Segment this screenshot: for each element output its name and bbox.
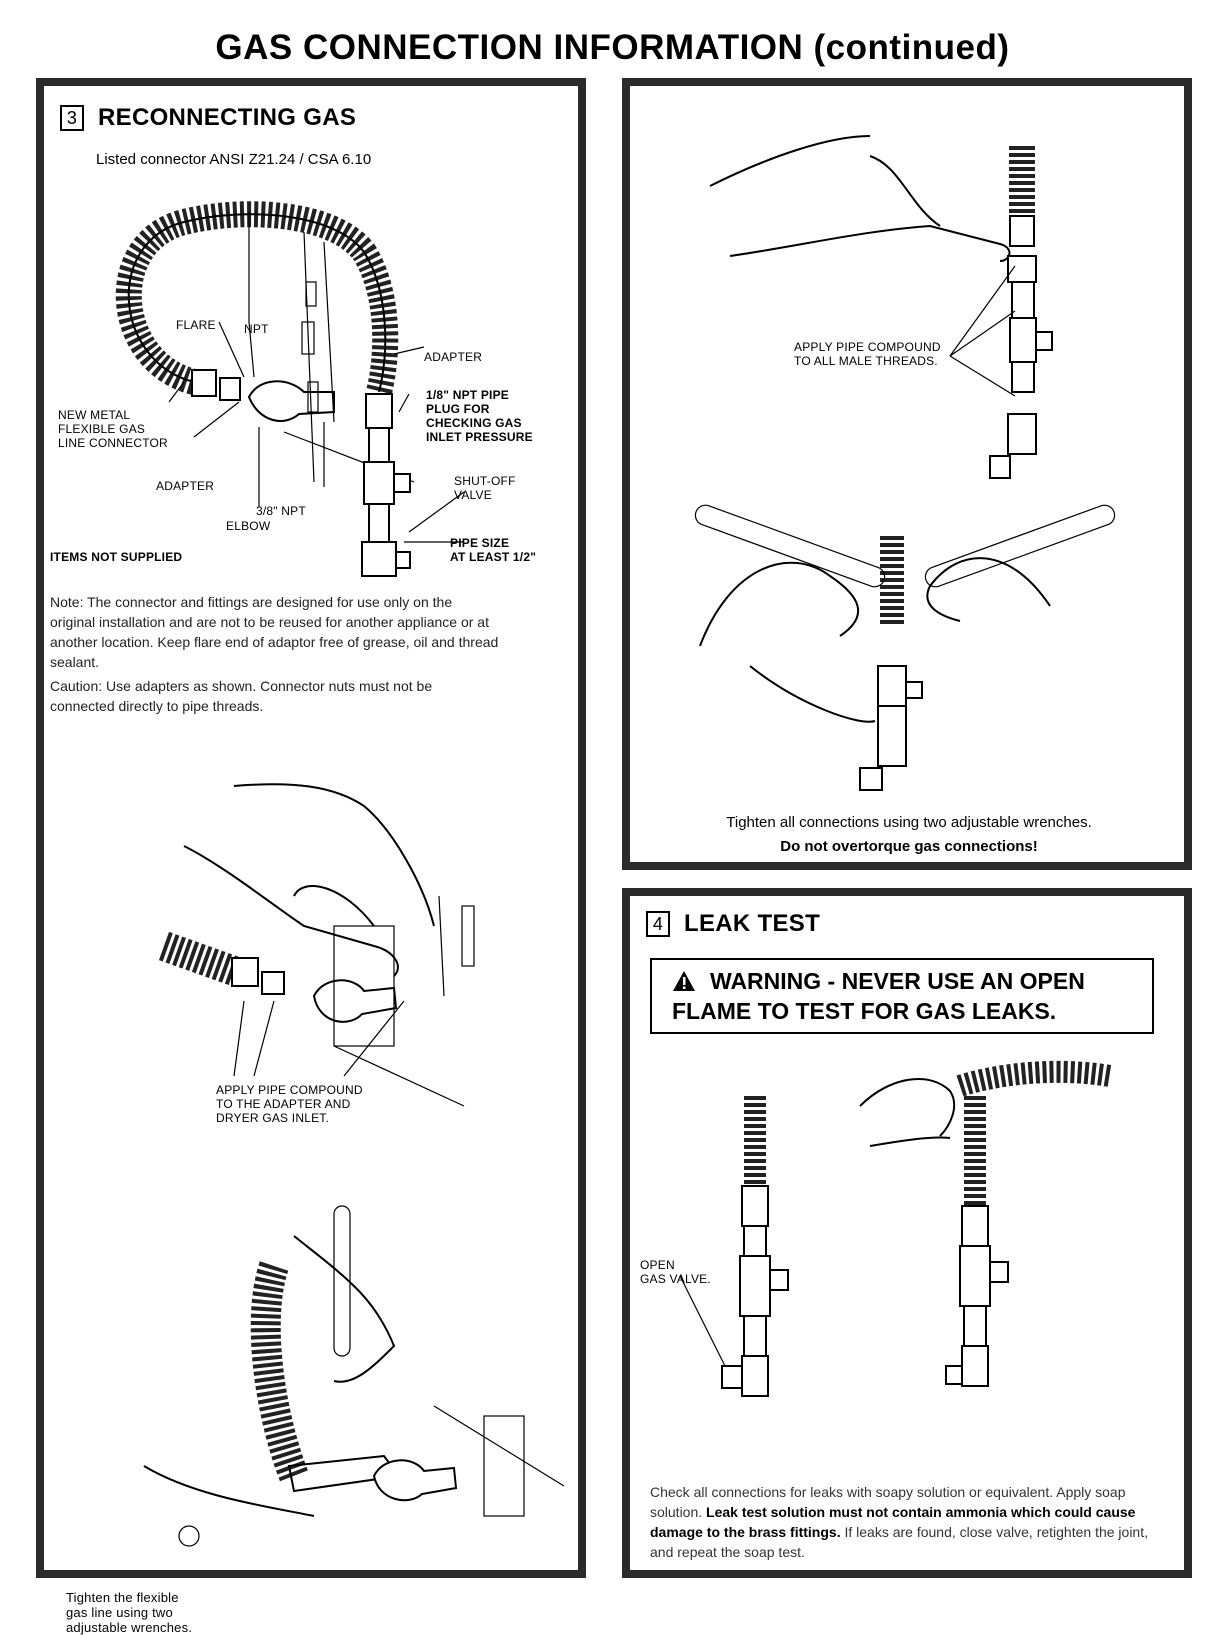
label-tighten-flex: Tighten the flexible gas line using two … (66, 1590, 193, 1635)
label-adapter-right: ADAPTER (424, 350, 483, 364)
left-wrench (694, 504, 886, 588)
flex-hose-segment (158, 931, 240, 986)
right-wrench (924, 504, 1116, 588)
section-3-heading: 3 RECONNECTING GAS (60, 104, 356, 132)
connector-assembly-diagram (115, 201, 465, 577)
label-new-connector: NEW METAL FLEXIBLE GAS LINE CONNECTOR (58, 408, 168, 450)
section-number-box: 3 (60, 105, 84, 131)
label-items-not-supplied: ITEMS NOT SUPPLIED (50, 550, 183, 564)
note-text: Note: The connector and fittings are des… (50, 594, 499, 670)
warning-line-2: FLAME TO TEST FOR GAS LEAKS. (672, 998, 1057, 1024)
adapter-illustration (365, 393, 393, 429)
label-npt: NPT (244, 322, 269, 336)
warning-triangle-icon (673, 971, 695, 991)
pipe-plug-tee-illustration (363, 461, 395, 505)
page-title: GAS CONNECTION INFORMATION (continued) (215, 28, 1010, 67)
flare-nut-illustration (191, 369, 217, 397)
leak-test-text-1: Check all connections for leaks with soa… (650, 1484, 1126, 1520)
wrench-illustration (333, 1205, 351, 1357)
leak-test-instructions: Check all connections for leaks with soa… (650, 1482, 1160, 1562)
leak-test-panel: 4 LEAK TEST WARNING - NEVER USE AN OPEN … (622, 888, 1192, 1578)
label-adapter-left: ADAPTER (156, 479, 215, 493)
section-4-heading: 4 LEAK TEST (646, 910, 820, 938)
elbow-illustration (247, 380, 335, 422)
connector-spec: Listed connector ANSI Z21.24 / CSA 6.10 (96, 151, 372, 168)
label-npt-38: 3/8" NPT (256, 504, 306, 518)
label-apply-compound-adapter: APPLY PIPE COMPOUND TO THE ADAPTER AND D… (216, 1083, 363, 1125)
apply-compound-male-threads-diagram (709, 135, 1053, 479)
flex-hose-vertical (250, 1261, 308, 1482)
tighten-flex-line-diagram (143, 1205, 565, 1547)
tighten-connections-panel: APPLY PIPE COMPOUND TO ALL MALE THREADS.… (622, 78, 1192, 870)
caution-text: Caution: Use adapters as shown. Connecto… (50, 678, 433, 714)
reconnecting-gas-panel: 3 RECONNECTING GAS Listed connector ANSI… (36, 78, 586, 1635)
flexible-gas-line-illustration (115, 201, 399, 396)
section-title: LEAK TEST (684, 910, 821, 937)
label-shutoff-valve: SHUT-OFF VALVE (454, 474, 516, 502)
label-apply-compound-male: APPLY PIPE COMPOUND TO ALL MALE THREADS. (794, 340, 941, 368)
leak-test-text-bold: Leak test solution must not contain ammo… (650, 1504, 1136, 1540)
shut-off-valve-illustration (361, 541, 397, 577)
section-number-box: 4 (646, 911, 670, 937)
overtorque-warning: Do not overtorque gas connections! (780, 838, 1038, 855)
apply-compound-diagram (158, 783, 475, 1107)
label-elbow: ELBOW (226, 519, 271, 533)
label-pipe-size: PIPE SIZE AT LEAST 1/2" (450, 536, 537, 564)
section-title: RECONNECTING GAS (98, 104, 357, 131)
warning-line-1: WARNING - NEVER USE AN OPEN (710, 968, 1085, 994)
leak-test-text-2: If leaks are found, close valve, retight… (650, 1524, 1148, 1560)
label-open-gas-valve: OPEN GAS VALVE. (640, 1258, 711, 1286)
tighten-connections-text: Tighten all connections using two adjust… (726, 814, 1092, 831)
open-flame-warning: WARNING - NEVER USE AN OPEN FLAME TO TES… (650, 958, 1154, 1034)
two-wrenches-diagram (694, 504, 1116, 791)
open-gas-valve-illustration (721, 1365, 743, 1389)
leak-test-diagram (679, 1060, 1112, 1397)
label-flare: FLARE (176, 318, 216, 332)
label-pipe-plug: 1/8" NPT PIPE PLUG FOR CHECKING GAS INLE… (426, 388, 533, 444)
